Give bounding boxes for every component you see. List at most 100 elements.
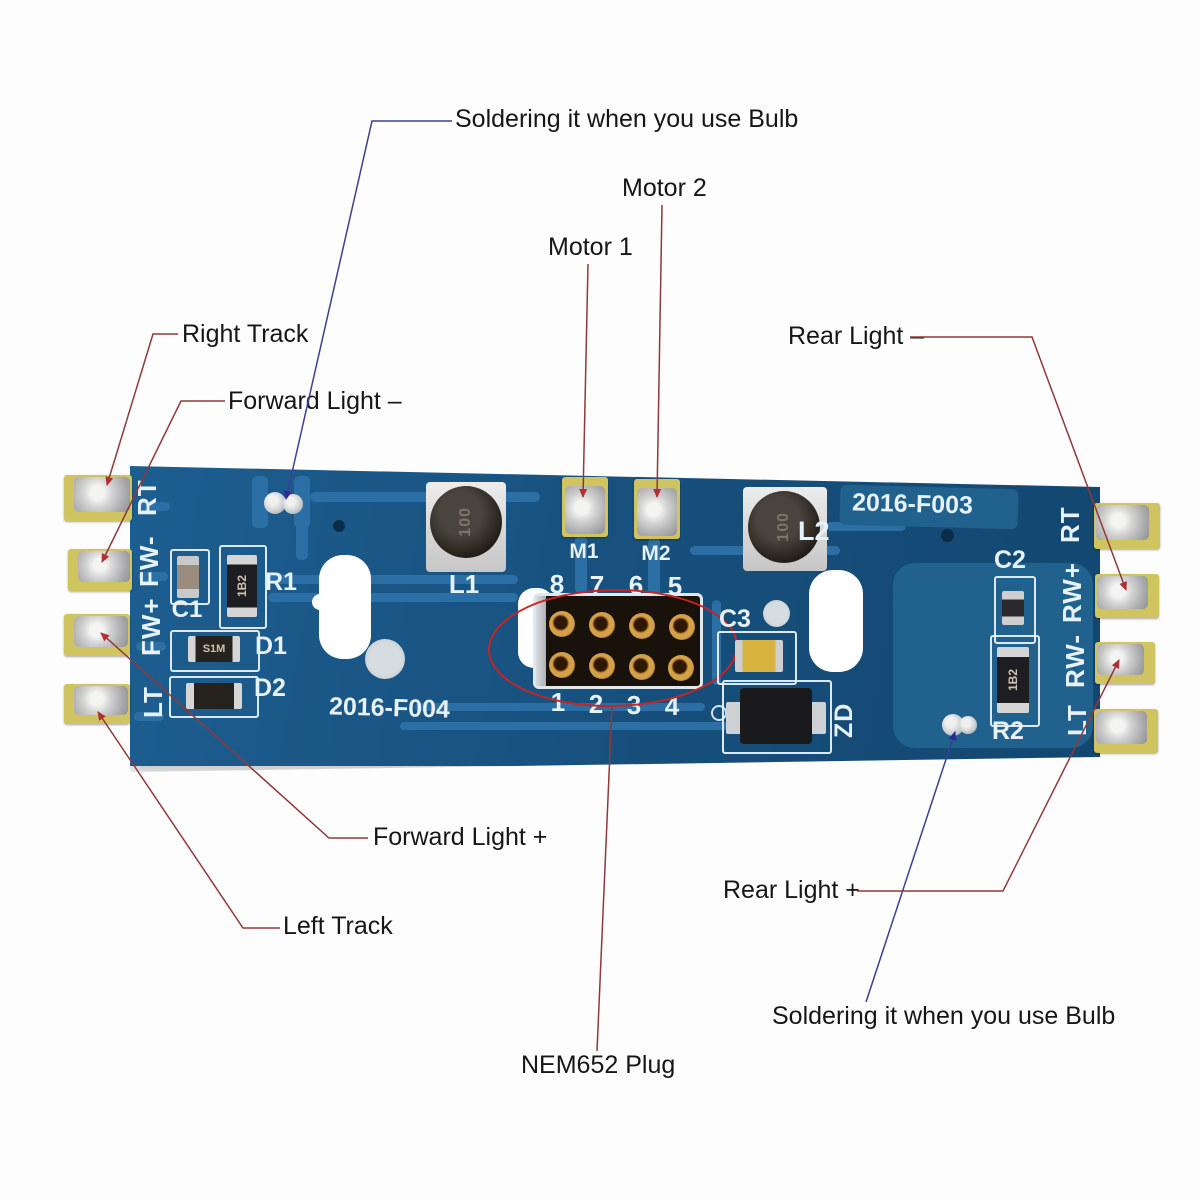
pad-label-left-lt: LT [138, 686, 168, 718]
component-c3 [735, 640, 783, 672]
pin-number-6: 6 [628, 570, 644, 600]
ref-label-zd: ZD [830, 702, 858, 738]
pcb-trace [138, 572, 168, 581]
pcb-trace [415, 703, 705, 711]
socket-pin-hole-5 [669, 614, 695, 640]
ref-label-l2: L2 [798, 516, 830, 546]
pin-number-4: 4 [664, 691, 680, 721]
solder-blob [1096, 505, 1149, 540]
socket-pin-hole-2 [589, 653, 615, 679]
pin-number-8: 8 [549, 569, 565, 599]
component-r2: 1B2 [997, 647, 1029, 713]
pcb-trace [826, 522, 906, 531]
zd-pad-left [726, 702, 742, 734]
socket-pin-hole-1 [549, 652, 575, 678]
leader-right-track [105, 333, 178, 486]
pad-label-left-fw-minus: FW- [134, 535, 164, 587]
pad-label-left-fw-plus: FW+ [136, 597, 166, 657]
pad-motor-m1 [562, 477, 608, 537]
ref-label-l1: L1 [448, 569, 480, 599]
pad-label-right-rt: RT [1055, 506, 1085, 544]
pad-motor-m2 [634, 479, 680, 539]
pcb-trace [268, 575, 518, 584]
pin-number-1: 1 [550, 687, 566, 717]
socket-pin-hole-6 [629, 613, 655, 639]
label-soldering-bottom: Soldering it when you use Bulb [772, 1002, 1116, 1030]
socket-pin-hole-4 [668, 655, 694, 681]
pad-label-right-rw-plus: RW+ [1057, 561, 1087, 623]
ref-label-d1: D1 [255, 632, 287, 660]
board-cutout-notch [312, 594, 328, 610]
silk-outline-r1 [219, 545, 267, 629]
pad-label-right-lt: LT [1062, 704, 1092, 736]
marking-l2: 100 [775, 512, 792, 542]
mounting-hole [365, 639, 405, 679]
solder-blob [74, 686, 128, 715]
pad-right-rw-plus [1095, 574, 1159, 618]
solder-blob [1097, 576, 1148, 609]
via-hole [333, 520, 345, 532]
component-d1: S1M [188, 636, 240, 662]
pad-label-m1: M1 [569, 540, 599, 563]
silk-outline-c3 [717, 631, 797, 685]
label-left-track: Left Track [283, 912, 393, 940]
solder-blob [637, 488, 677, 536]
marking-l1: 100 [457, 507, 474, 537]
pin-number-5: 5 [667, 571, 683, 601]
marking-r1: 1B2 [235, 574, 249, 597]
solder-blob [74, 477, 130, 512]
ref-label-d2: D2 [254, 674, 286, 702]
label-nem652-plug: NEM652 Plug [521, 1051, 676, 1079]
label-motor1: Motor 1 [548, 233, 633, 261]
component-l2: 100 [748, 491, 820, 563]
component-zd [740, 688, 812, 744]
pcb-trace [575, 536, 587, 594]
zd-pad-right [810, 702, 826, 734]
pin-number-3: 3 [626, 690, 642, 720]
marking-r2: 1B2 [1006, 668, 1020, 691]
component-r1: 1B2 [227, 555, 257, 617]
pin-number-7: 7 [589, 570, 605, 600]
pcb-trace [252, 476, 268, 528]
silk-part-number-right: 2016-F003 [851, 488, 974, 520]
label-rear-light-plus: Rear Light + [723, 876, 860, 904]
pad-right-rw-minus [1095, 642, 1155, 684]
component-c1 [177, 556, 199, 598]
pcb-trace [712, 600, 721, 685]
solder-blob [1097, 644, 1144, 675]
board-cutout-slot [809, 570, 863, 672]
pcb-trace [648, 538, 660, 596]
ref-label-c1: C1 [171, 596, 203, 623]
label-soldering-top: Soldering it when you use Bulb [455, 105, 799, 133]
socket-metal-edge [536, 596, 546, 686]
label-forward-light-minus: Forward Light – [228, 387, 402, 415]
solder-blob [78, 551, 130, 582]
pad-label-right-rw-minus: RW- [1060, 634, 1090, 688]
solder-blob [1096, 711, 1147, 744]
leader-soldering-top [283, 120, 452, 500]
mounting-hole [763, 600, 790, 627]
solder-jumper-top [283, 494, 303, 514]
pad-left-lt [64, 684, 130, 724]
label-motor2: Motor 2 [622, 174, 707, 202]
solder-jumper-top [264, 492, 286, 514]
ref-label-r1: R1 [265, 568, 297, 596]
silk-outline-zd [722, 680, 832, 754]
ref-label-c2: C2 [994, 546, 1026, 574]
leader-soldering-bottom [865, 731, 957, 1003]
leader-motor2 [653, 204, 663, 498]
component-c2 [1002, 591, 1024, 625]
pad-label-m2: M2 [641, 542, 671, 565]
socket-pin-hole-3 [629, 654, 655, 680]
pad-left-fw-plus [64, 614, 130, 656]
component-d2 [186, 683, 242, 709]
solder-blob [565, 486, 605, 534]
silk-part-number-left: 2016-F004 [328, 692, 451, 724]
label-forward-light-plus: Forward Light + [373, 823, 548, 851]
pad-label-left-rt: RT [132, 479, 162, 517]
solder-blob [74, 616, 128, 647]
pad-right-lt [1094, 709, 1158, 753]
leader-motor1 [579, 263, 589, 498]
pad-right-rt [1094, 503, 1160, 549]
